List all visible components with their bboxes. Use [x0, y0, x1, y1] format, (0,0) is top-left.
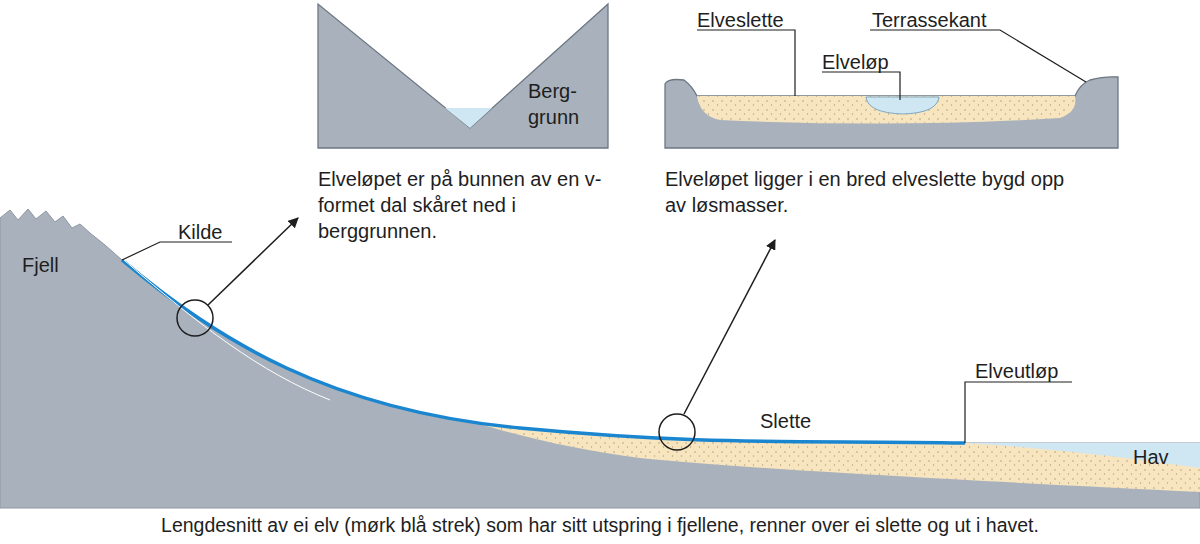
part-label: Elveutløp	[975, 358, 1058, 384]
sediment-layer	[440, 405, 1200, 492]
leader-line	[822, 72, 900, 100]
part-label: Elveløp	[822, 49, 922, 75]
river-highlight	[124, 260, 330, 400]
zoom-circle	[177, 300, 213, 336]
valley-bedrock	[318, 4, 608, 148]
inset-panel: ElvesletteTerrassekantElveløpElveløpet l…	[665, 3, 1118, 148]
leader-line	[965, 382, 1072, 443]
inset-description: Elveløpet ligger i en bred elveslette by…	[665, 166, 1065, 218]
inset-panel: Berg- grunnElveløpet er på bunnen av en …	[318, 3, 610, 148]
valley-water	[445, 108, 492, 128]
part-label: Fjell	[22, 252, 59, 278]
mountain-ground	[0, 209, 1200, 508]
part-label: Slette	[760, 408, 811, 434]
floodplain-bedrock	[665, 77, 1118, 148]
figure-caption: Lengdesnitt av ei elv (mørk blå strek) s…	[0, 513, 1200, 538]
inset-description: Elveløpet er på bunnen av en v-formet da…	[318, 166, 618, 244]
part-label: Elveslette	[697, 7, 817, 33]
part-label: Terrassekant	[872, 7, 1012, 33]
zoom-circle	[659, 414, 695, 450]
leader-line	[122, 242, 232, 260]
floodplain-sediment-dots	[697, 96, 1075, 124]
part-label: Hav	[1133, 444, 1169, 470]
river-line	[122, 260, 965, 443]
rock-label: Berg- grunn	[528, 78, 594, 130]
zoom-arrow	[684, 240, 775, 414]
leader-line	[870, 30, 1086, 82]
floodplain-sediment	[697, 96, 1075, 124]
river-channel	[866, 97, 939, 114]
leader-line	[697, 30, 795, 96]
part-label: Kilde	[178, 219, 222, 245]
